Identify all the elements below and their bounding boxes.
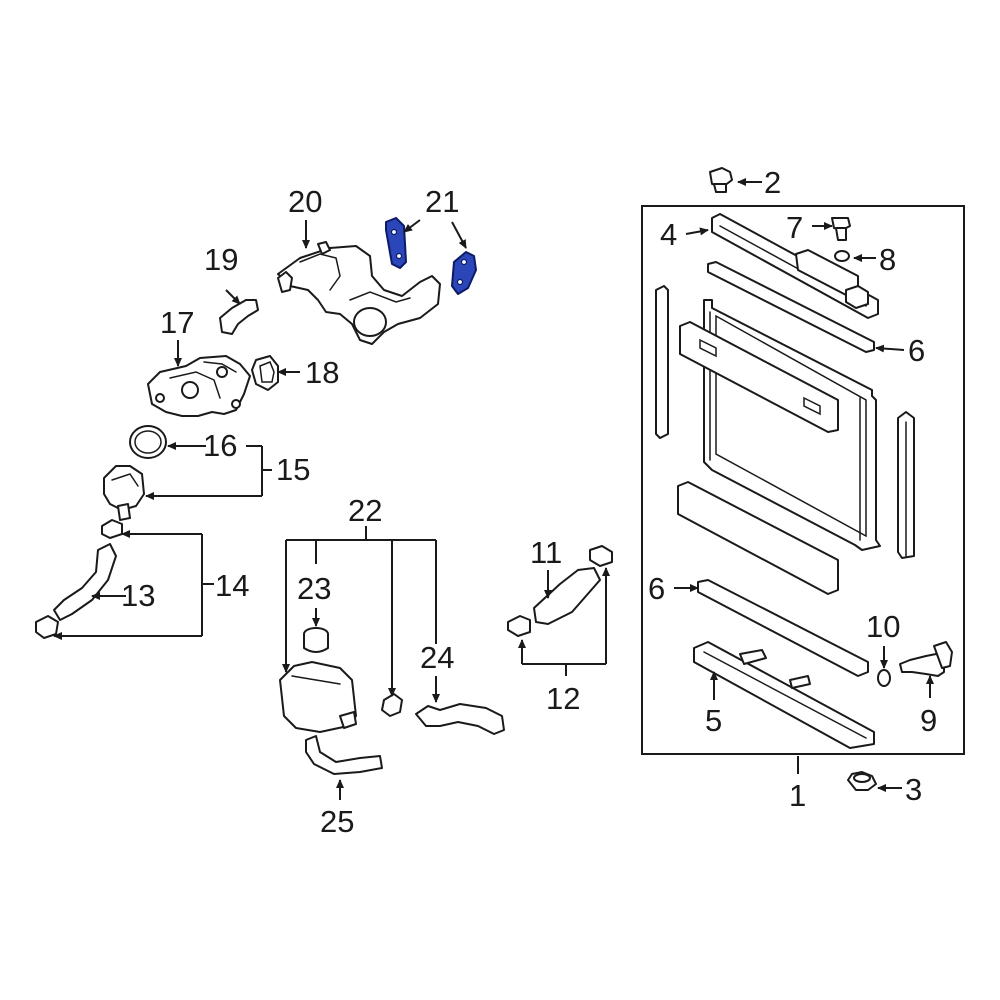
callout-4: 4 (660, 217, 677, 252)
callout-6-upper: 6 (908, 333, 925, 368)
reservoir-inlet-hose[interactable] (415, 703, 505, 735)
callout-25: 25 (320, 804, 354, 839)
callout-9: 9 (920, 703, 937, 738)
callout-20: 20 (288, 184, 322, 219)
upper-hose-clamp-right[interactable] (589, 545, 613, 567)
drain-o-ring[interactable] (877, 669, 891, 687)
callout-21: 21 (425, 184, 459, 219)
callout-12: 12 (546, 681, 580, 716)
callout-leaders (53, 178, 934, 800)
thermostat[interactable] (103, 465, 145, 521)
upper-hose-clamp[interactable] (101, 519, 123, 539)
radiator-cap[interactable] (831, 217, 851, 241)
lower-tank[interactable] (693, 641, 875, 749)
water-inlet-housing[interactable] (277, 241, 441, 345)
lower-mount-cushion[interactable] (847, 771, 877, 791)
lower-radiator-hose[interactable] (53, 543, 117, 621)
bypass-hose[interactable] (219, 299, 259, 335)
inlet-gasket-left[interactable] (385, 217, 407, 269)
coolant-reservoir[interactable] (279, 661, 357, 733)
callout-10: 10 (866, 609, 900, 644)
drain-cock[interactable] (899, 641, 953, 677)
callout-3: 3 (905, 772, 922, 807)
cap-seal-ring[interactable] (834, 250, 850, 262)
callout-5: 5 (705, 703, 722, 738)
upper-radiator-hose[interactable] (533, 567, 601, 625)
callout-24: 24 (420, 640, 454, 675)
callout-22: 22 (348, 493, 382, 528)
callout-19: 19 (204, 242, 238, 277)
callout-13: 13 (121, 578, 155, 613)
callout-16: 16 (203, 428, 237, 463)
inlet-gasket-right[interactable] (451, 251, 477, 295)
callout-7: 7 (786, 210, 803, 245)
left-side-support[interactable] (655, 285, 669, 439)
callout-2: 2 (764, 165, 781, 200)
callout-18: 18 (305, 355, 339, 390)
upper-hose-clamp-left[interactable] (507, 615, 531, 637)
radiator-assembly-frame (641, 205, 965, 755)
callout-8: 8 (879, 242, 896, 277)
lower-hose-clamp[interactable] (35, 615, 59, 639)
reservoir-cap[interactable] (303, 627, 329, 653)
callout-11: 11 (530, 535, 562, 570)
lower-seal[interactable] (697, 579, 869, 677)
upper-clip[interactable] (709, 167, 733, 193)
radiator-core[interactable] (679, 299, 881, 551)
lower-baffle[interactable] (677, 481, 839, 595)
housing-gasket[interactable] (251, 355, 279, 391)
water-pump-housing[interactable] (147, 355, 251, 417)
reservoir-hose-clamp[interactable] (381, 693, 403, 717)
thermostat-seal[interactable] (129, 425, 167, 459)
callout-17: 17 (160, 305, 194, 340)
upper-seal[interactable] (707, 261, 875, 353)
callout-15: 15 (276, 452, 310, 487)
callout-14: 14 (215, 568, 249, 603)
right-side-support[interactable] (897, 411, 915, 559)
callout-6-lower: 6 (648, 571, 665, 606)
callout-23: 23 (297, 571, 331, 606)
callout-numbers: 1 2 3 4 5 6 6 7 8 9 10 11 12 13 14 15 16… (121, 165, 937, 839)
reservoir-overflow-hose[interactable] (305, 735, 383, 775)
callout-1: 1 (789, 778, 806, 813)
upper-tank[interactable] (711, 213, 879, 319)
